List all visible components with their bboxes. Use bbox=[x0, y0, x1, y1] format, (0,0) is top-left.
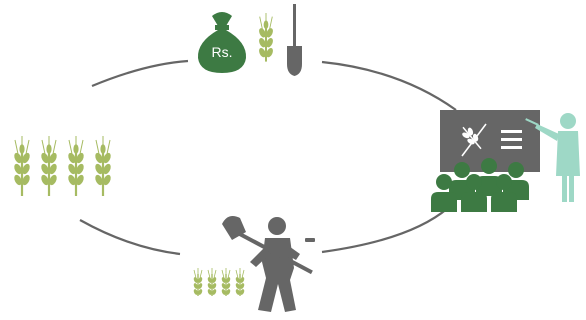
money-bag-label: Rs. bbox=[212, 44, 233, 60]
cycle-arc-top-right bbox=[322, 62, 456, 110]
cycle-arc-bottom-right bbox=[322, 208, 448, 252]
farmer-with-shovel-icon bbox=[222, 216, 315, 312]
board-lines bbox=[501, 130, 522, 149]
cycle-arrows bbox=[80, 61, 456, 254]
cycle-arc-bottom-left bbox=[80, 220, 180, 254]
cycle-arc-top-left bbox=[92, 61, 188, 86]
wheat-crop-icon bbox=[13, 136, 112, 196]
money-bag-icon: Rs. bbox=[198, 12, 246, 73]
small-wheat-icon bbox=[193, 268, 245, 296]
wheat-stalk-icon bbox=[258, 13, 275, 62]
shovel-icon bbox=[287, 4, 302, 76]
